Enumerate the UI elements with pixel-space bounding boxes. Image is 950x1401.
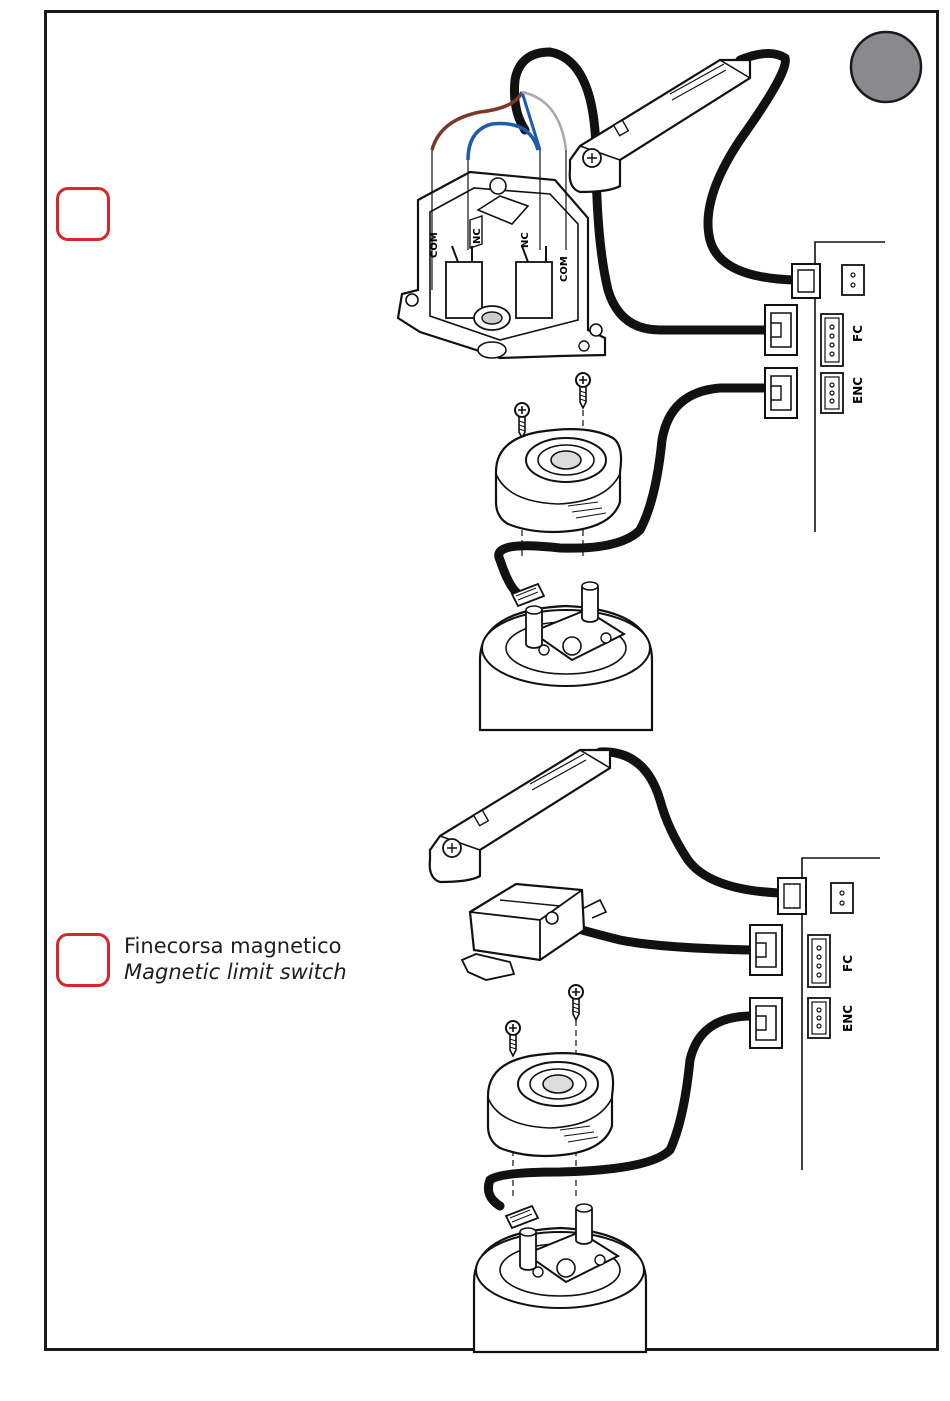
label-fc-top: FC — [851, 325, 865, 342]
board-socket-fc-bottom — [808, 935, 830, 987]
screw-icon — [515, 403, 529, 438]
plug-enc — [765, 368, 797, 418]
board-socket-enc — [821, 373, 843, 413]
label-enc-top: ENC — [851, 377, 865, 404]
board-socket-enc-bottom — [808, 998, 830, 1038]
screw-icon-4 — [569, 985, 583, 1020]
step-badge-top — [56, 187, 110, 241]
board-socket-sensor-bottom — [831, 883, 853, 913]
screw-icon-2 — [576, 373, 590, 408]
screw-icon-3 — [506, 1021, 520, 1056]
board-socket-sensor — [842, 265, 864, 295]
cable-sensor-bottom — [600, 752, 780, 893]
plug-connector-icon — [792, 264, 820, 298]
label-fc-bottom: FC — [841, 955, 855, 972]
limit-switch-icon — [398, 172, 605, 358]
plug-enc-bottom — [750, 998, 782, 1048]
encoder-cap-icon — [496, 429, 621, 532]
caption-english: Magnetic limit switch — [124, 959, 347, 985]
bottom-panel: FC ENC — [430, 750, 880, 1352]
label-com-right: COM — [559, 256, 570, 282]
label-com-left: COM — [429, 232, 440, 258]
top-panel: COM NC NC COM FC ENC — [398, 52, 885, 730]
step-badge-bottom — [56, 933, 110, 987]
motor-icon-bottom — [474, 1204, 646, 1352]
caption-magnetic-limit-switch: Finecorsa magnetico Magnetic limit switc… — [124, 933, 347, 985]
plug-fc-bottom — [750, 925, 782, 975]
label-enc-bottom: ENC — [841, 1005, 855, 1032]
motor-icon — [480, 582, 652, 730]
plug-connector-icon-bottom — [778, 878, 806, 914]
sensor-arm-icon-bottom — [430, 750, 610, 882]
wire-grey — [522, 92, 566, 150]
encoder-cap-icon-bottom — [488, 1053, 613, 1156]
wire-brown — [432, 92, 522, 150]
caption-italian: Finecorsa magnetico — [124, 933, 347, 959]
label-nc-right: NC — [520, 232, 531, 248]
label-nc-left: NC — [472, 228, 483, 244]
plug-fc — [765, 305, 797, 355]
board-socket-fc — [821, 314, 843, 366]
page-number-circle — [851, 32, 921, 102]
